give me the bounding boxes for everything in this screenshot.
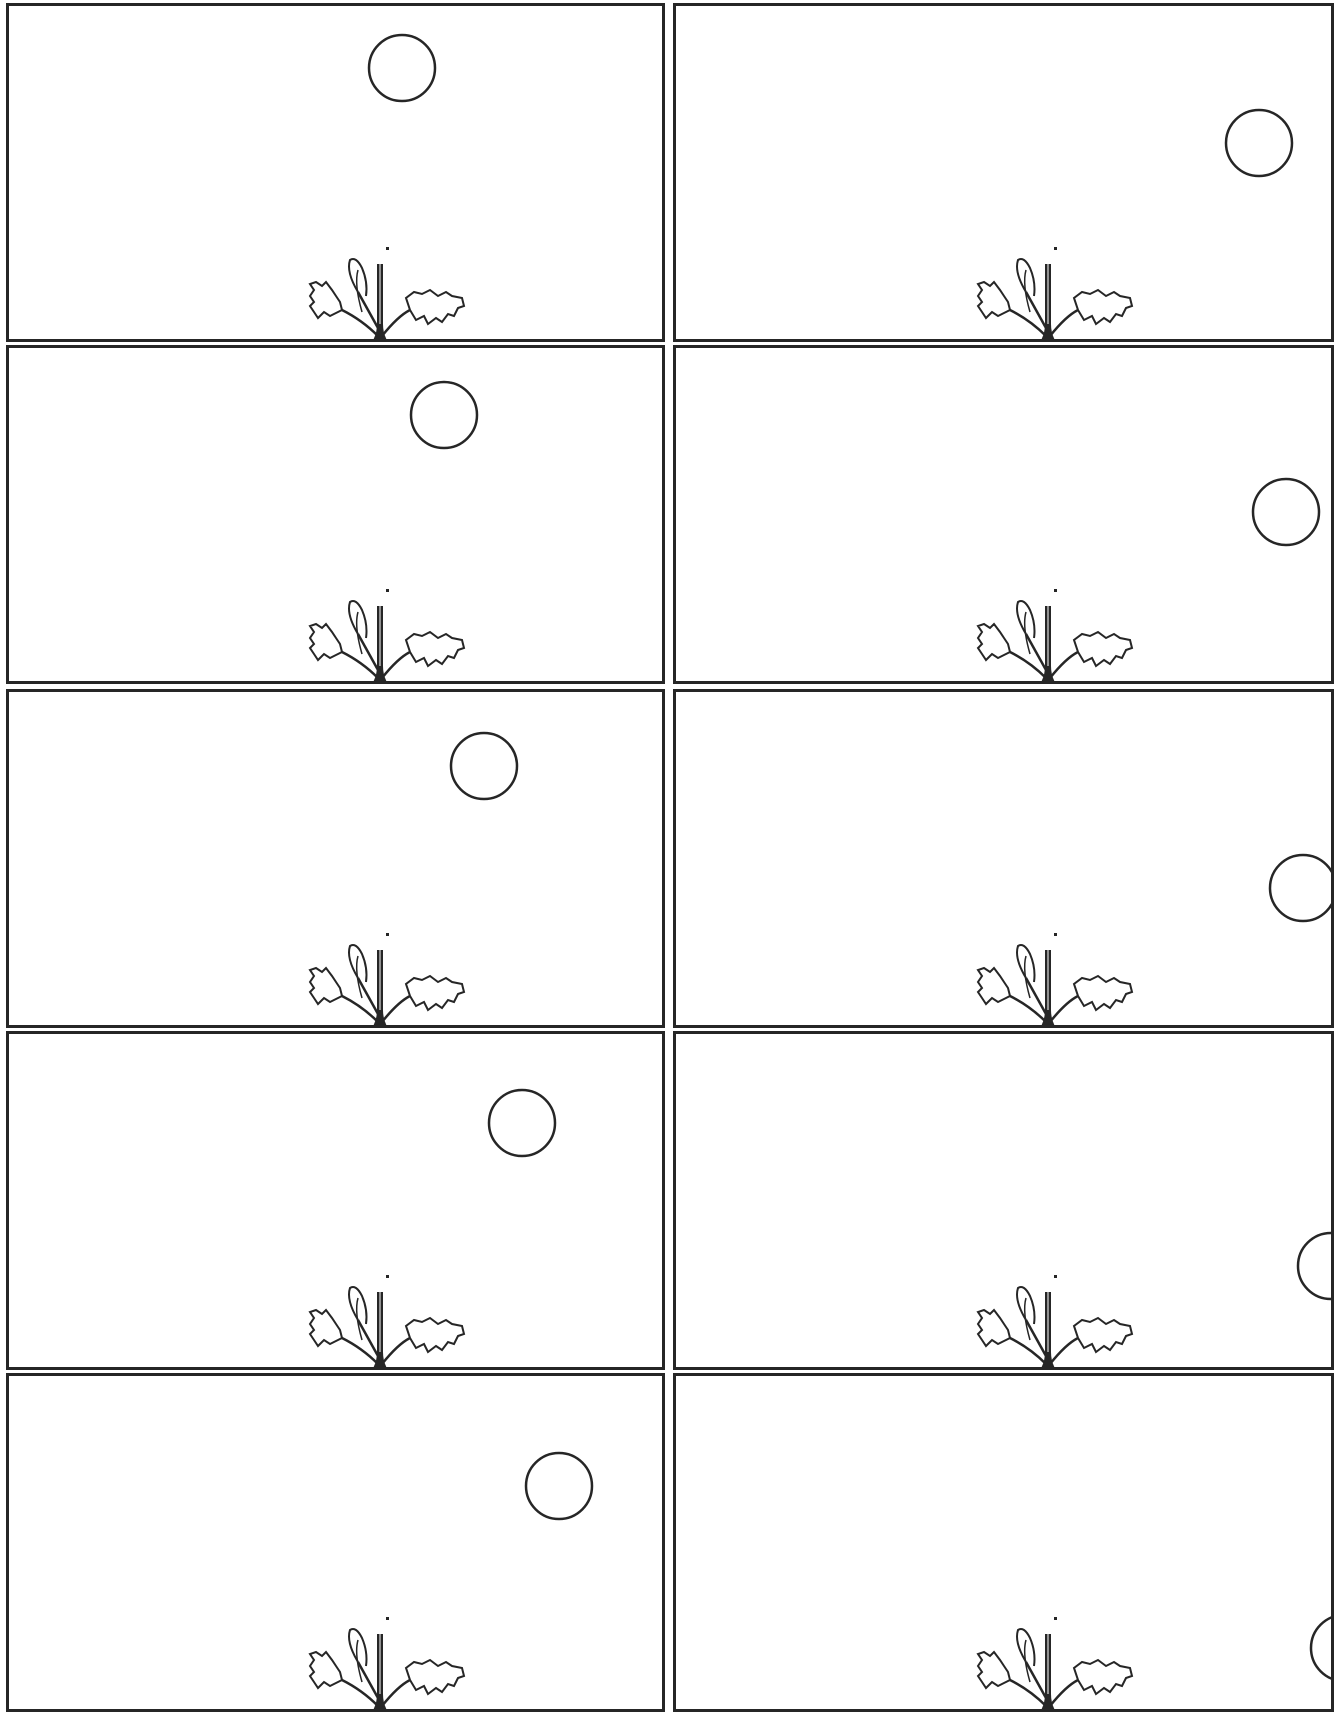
- panel-3: [6, 345, 665, 684]
- ball: [1298, 1233, 1334, 1299]
- ball: [411, 382, 477, 448]
- panel-5-drawing: [9, 692, 662, 1025]
- panel-3-drawing: [9, 348, 662, 681]
- ball: [526, 1453, 592, 1519]
- plant-icon: [978, 247, 1132, 342]
- plant-icon: [310, 1617, 464, 1712]
- panel-9: [6, 1373, 665, 1712]
- panel-9-drawing: [9, 1376, 662, 1709]
- ball: [369, 35, 435, 101]
- panel-2: [673, 3, 1334, 342]
- ball: [451, 733, 517, 799]
- panel-4-drawing: [676, 348, 1331, 681]
- panel-2-drawing: [676, 6, 1331, 339]
- plant-icon: [310, 1275, 464, 1370]
- panel-8-drawing: [676, 1034, 1331, 1367]
- panel-4: [673, 345, 1334, 684]
- plant-icon: [978, 933, 1132, 1028]
- panel-6: [673, 689, 1334, 1028]
- ball: [1226, 110, 1292, 176]
- panel-1-drawing: [9, 6, 662, 339]
- ball: [1270, 855, 1334, 921]
- panel-7-drawing: [9, 1034, 662, 1367]
- plant-icon: [978, 1617, 1132, 1712]
- ball: [1253, 479, 1319, 545]
- plant-icon: [310, 933, 464, 1028]
- panel-10: [673, 1373, 1334, 1712]
- plant-icon: [310, 589, 464, 684]
- panel-1: [6, 3, 665, 342]
- panel-8: [673, 1031, 1334, 1370]
- panel-5: [6, 689, 665, 1028]
- panel-6-drawing: [676, 692, 1331, 1025]
- plant-icon: [310, 247, 464, 342]
- panel-10-drawing: [676, 1376, 1331, 1709]
- plant-icon: [978, 589, 1132, 684]
- panel-7: [6, 1031, 665, 1370]
- ball: [1311, 1615, 1334, 1681]
- ball: [489, 1090, 555, 1156]
- plant-icon: [978, 1275, 1132, 1370]
